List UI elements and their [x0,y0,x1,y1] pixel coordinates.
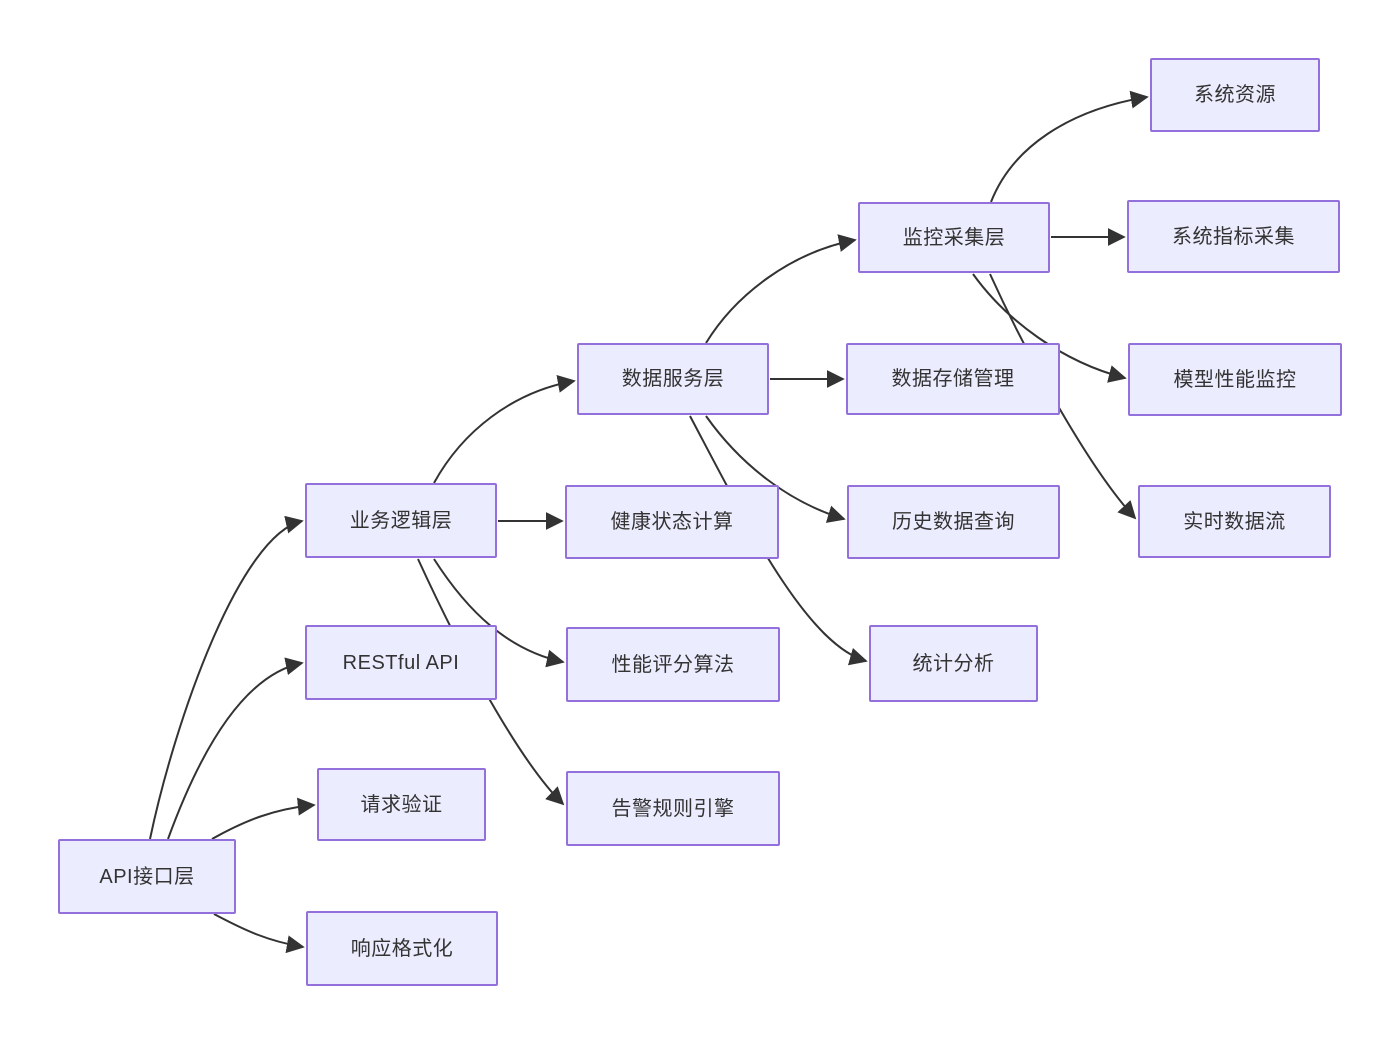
edge-monitor-to-sysres [990,90,1149,203]
edge-api-to-biz [149,515,304,840]
node-system-metrics-collection-label: 系统指标采集 [1172,225,1295,248]
node-realtime-data-stream-label: 实时数据流 [1183,510,1286,533]
node-data-service-layer-label: 数据服务层 [621,368,725,390]
node-request-validation-label: 请求验证 [360,793,443,816]
node-statistical-analysis-label: 统计分析 [912,652,995,675]
node-performance-scoring-algorithm-label: 性能评分算法 [611,653,735,676]
node-data-service-layer: 数据服务层 [577,343,769,415]
node-history-data-query-label: 历史数据查询 [892,511,1015,533]
node-business-logic-layer: 业务逻辑层 [305,483,497,558]
node-alert-rule-engine: 告警规则引擎 [566,771,780,846]
node-model-performance-monitoring: 模型性能监控 [1128,343,1342,416]
node-response-formatting-label: 响应格式化 [350,937,454,960]
node-response-formatting: 响应格式化 [306,911,498,986]
edge-datasvc-to-stats [689,415,868,666]
node-alert-rule-engine-label: 告警规则引擎 [611,797,735,820]
node-system-resources-label: 系统资源 [1194,84,1276,106]
edge-api-to-respfmt [213,913,305,954]
node-business-logic-layer-label: 业务逻辑层 [349,509,453,532]
edge-monitor-to-realtime [989,273,1137,520]
edge-api-to-reqval [211,797,316,840]
node-restful-api: RESTful API [305,625,497,700]
node-system-resources: 系统资源 [1150,58,1320,132]
node-health-status-calculation-label: 健康状态计算 [610,511,734,533]
node-system-metrics-collection: 系统指标采集 [1127,200,1340,273]
node-api-layer-label: API接口层 [99,865,195,888]
node-restful-api-label: RESTful API [342,651,460,674]
edge-biz-to-alert [417,558,565,806]
node-history-data-query: 历史数据查询 [847,485,1060,559]
edge-biz-to-datasvc [433,374,576,484]
node-api-layer: API接口层 [58,839,236,914]
node-statistical-analysis: 统计分析 [869,625,1038,702]
edge-datasvc-to-monitor [705,234,857,344]
edge-api-to-rest [167,657,304,840]
node-performance-scoring-algorithm: 性能评分算法 [566,627,780,702]
edge-monitor-to-modelperf [972,273,1127,383]
node-monitoring-collection-layer: 监控采集层 [858,202,1050,273]
node-monitoring-collection-layer-label: 监控采集层 [902,226,1006,249]
node-model-performance-monitoring-label: 模型性能监控 [1173,368,1297,391]
node-realtime-data-stream: 实时数据流 [1138,485,1331,558]
edge-datasvc-to-history [705,415,846,523]
node-health-status-calculation: 健康状态计算 [565,485,779,559]
node-data-storage-management: 数据存储管理 [846,343,1060,415]
node-request-validation: 请求验证 [317,768,486,841]
node-data-storage-management-label: 数据存储管理 [891,368,1015,390]
